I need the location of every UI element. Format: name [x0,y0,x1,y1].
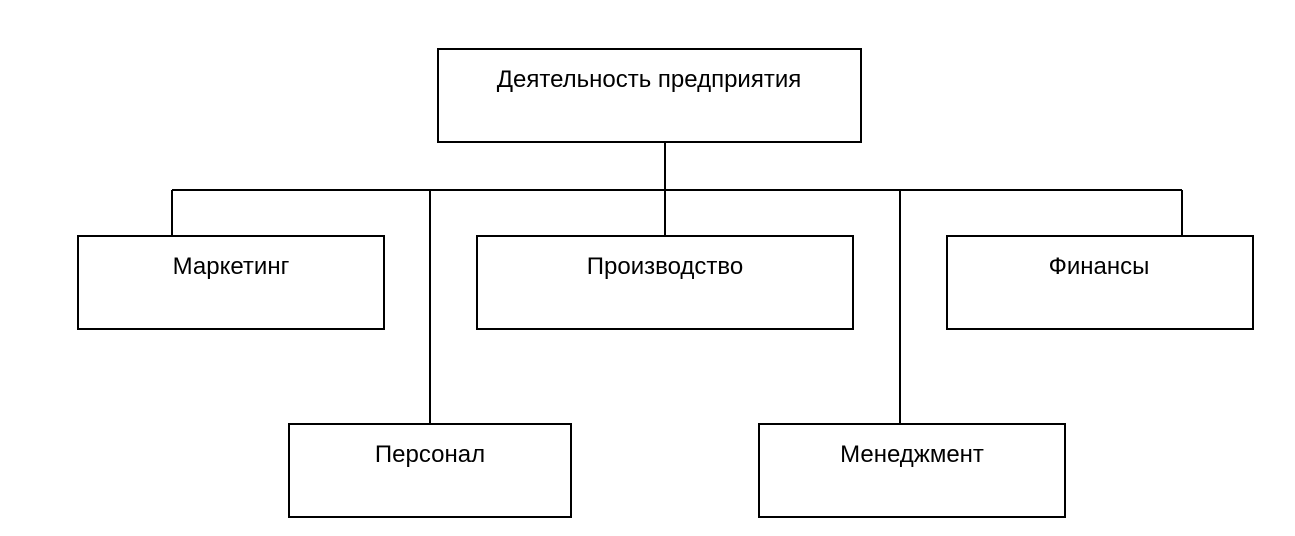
node-finance-box [946,235,1254,330]
node-personnel-label: Персонал [375,441,485,468]
node-production-box [476,235,854,330]
connectors [171,142,1183,424]
node-marketing-label: Маркетинг [173,253,290,280]
node-root-box [437,48,862,143]
node-production: Производство [476,235,854,330]
node-marketing: Маркетинг [77,235,385,330]
node-management-label: Менеджмент [840,441,984,468]
node-root-label: Деятельность предприятия [497,66,801,93]
node-marketing-box [77,235,385,330]
node-personnel: Персонал [288,423,572,518]
node-root: Деятельность предприятия [437,48,862,143]
node-management-box [758,423,1066,518]
node-personnel-box [288,423,572,518]
node-finance: Финансы [946,235,1254,330]
node-production-label: Производство [587,253,743,280]
node-management: Менеджмент [758,423,1066,518]
node-finance-label: Финансы [1049,253,1150,280]
